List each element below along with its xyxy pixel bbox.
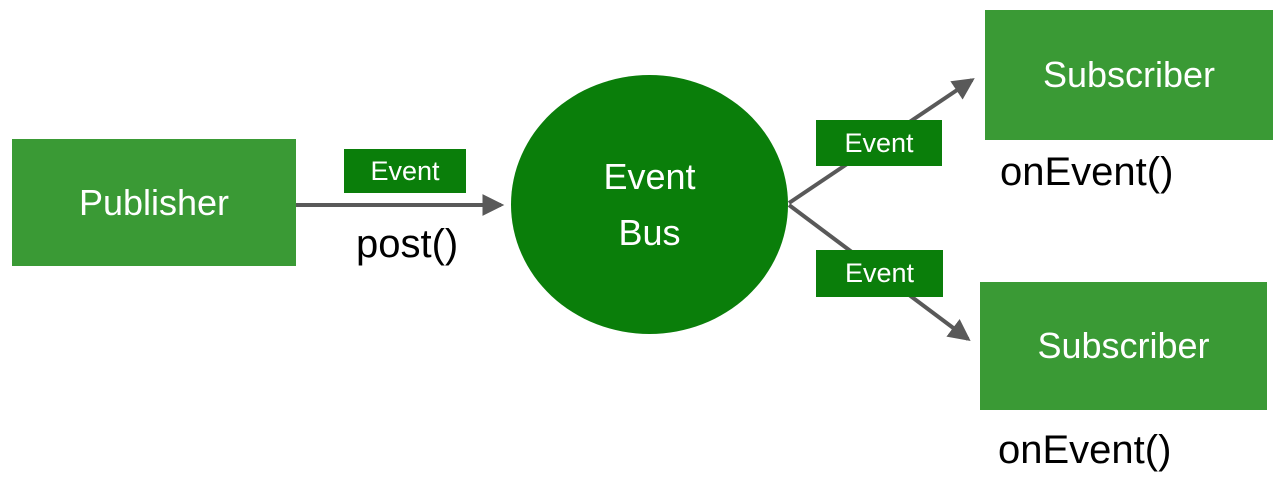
subscriber-node-top: Subscriber: [985, 10, 1273, 140]
event-bus-node: Event Bus: [511, 75, 788, 334]
onevent-method-label-top: onEvent(): [1000, 150, 1174, 194]
event-badge-top-label: Event: [844, 127, 914, 158]
event-badge-top: Event: [816, 120, 942, 166]
event-bus-label-line2: Bus: [618, 211, 681, 253]
event-badge-bottom-label: Event: [844, 258, 915, 288]
onevent-method-label-bottom: onEvent(): [998, 428, 1172, 472]
event-badge-publish-label: Event: [370, 155, 440, 186]
publisher-label: Publisher: [78, 181, 230, 223]
event-badge-bottom: Event: [816, 250, 943, 297]
subscriber-top-label: Subscriber: [1042, 54, 1216, 95]
subscriber-node-bottom: Subscriber: [980, 282, 1267, 410]
event-badge-publish: Event: [344, 149, 466, 193]
publisher-node: Publisher: [12, 139, 296, 266]
subscriber-bottom-label: Subscriber: [1037, 325, 1210, 366]
event-bus-label-line1: Event: [603, 155, 696, 197]
post-method-label: post(): [356, 222, 459, 266]
